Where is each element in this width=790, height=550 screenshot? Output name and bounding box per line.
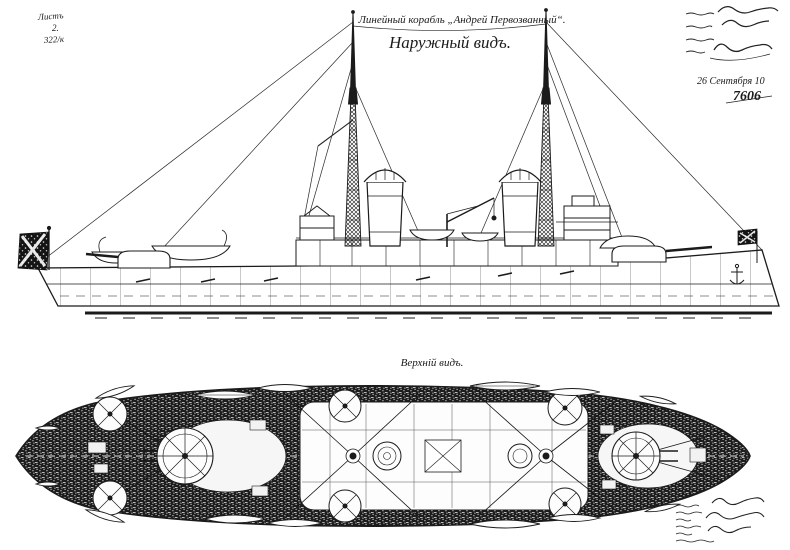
funnel-circles-plan: [372, 441, 533, 471]
sheet-note-line1: Листъ: [36, 10, 64, 22]
plan-signature-block: [675, 497, 765, 543]
mast-circles-plan: [345, 448, 554, 464]
aft-main-turret-side: [85, 250, 171, 269]
superstructure-seams: [319, 240, 591, 266]
deck-boats-side: [91, 229, 657, 264]
bow-jack-flag: [737, 228, 758, 263]
boat-crane: [446, 197, 497, 247]
plan-view-label: Верхній видъ.: [401, 357, 464, 369]
rigging-lines: [37, 21, 763, 265]
fore-mast: [537, 8, 555, 247]
side-elevation-view: [17, 8, 780, 319]
wing-turrets-plan: [92, 389, 583, 523]
approval-date-block: 26 Сентября 10 7606: [697, 76, 773, 104]
deck-plan-view: [15, 381, 751, 529]
aft-mast: [344, 10, 362, 247]
sheet-note-line3: 322/к: [43, 34, 65, 45]
fore-main-turret-plan: [611, 431, 678, 481]
fore-funnel: [498, 168, 542, 247]
approval-date: 26 Сентября 10: [697, 76, 765, 87]
bow-anchor: [729, 263, 745, 285]
sheet-note-line2: 2.: [52, 23, 59, 33]
plan-boats: [34, 381, 682, 529]
drawing-title-block: Линейный корабль „Андрей Первозванный“. …: [357, 14, 565, 52]
fore-main-turret-side: [611, 245, 713, 263]
aft-funnel: [363, 168, 407, 247]
drawing-number: 7606: [733, 89, 761, 104]
aft-main-turret-plan: [139, 427, 214, 485]
drawing-title: Линейный корабль „Андрей Первозванный“.: [357, 14, 565, 26]
fore-bridge: [556, 195, 618, 241]
stern-ensign-flag: [17, 225, 52, 271]
superstructure-side: [295, 239, 619, 267]
aft-bridge: [299, 205, 335, 241]
drawing-subtitle: Наружный видъ.: [388, 33, 511, 52]
casemate-guns: [135, 270, 575, 283]
sheet-note: Листъ 2. 322/к: [36, 10, 65, 45]
number-underline: [725, 95, 773, 104]
approval-signature-block: [685, 6, 779, 61]
